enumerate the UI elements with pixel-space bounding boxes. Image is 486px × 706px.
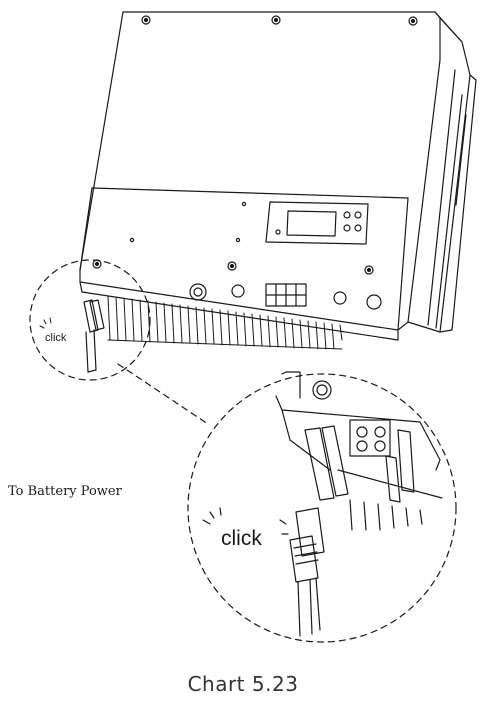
click-label-large: click [221, 527, 262, 550]
battery-plug-small [83, 299, 105, 373]
detail-circle-small [29, 259, 151, 381]
screws [92, 15, 418, 275]
inverter-body [79, 11, 477, 341]
click-label-small: click [45, 332, 67, 344]
detail-circle-large [187, 373, 457, 643]
figure-caption: Chart 5.23 [187, 672, 299, 696]
heat-sink [107, 295, 343, 350]
display-panel [265, 201, 369, 245]
click-ticks-large [202, 507, 289, 535]
detail-leader-line [117, 363, 209, 425]
zoom-detail [275, 371, 443, 637]
battery-power-label: To Battery Power [8, 484, 122, 499]
bottom-connectors [189, 283, 382, 310]
click-ticks-small [39, 317, 52, 329]
